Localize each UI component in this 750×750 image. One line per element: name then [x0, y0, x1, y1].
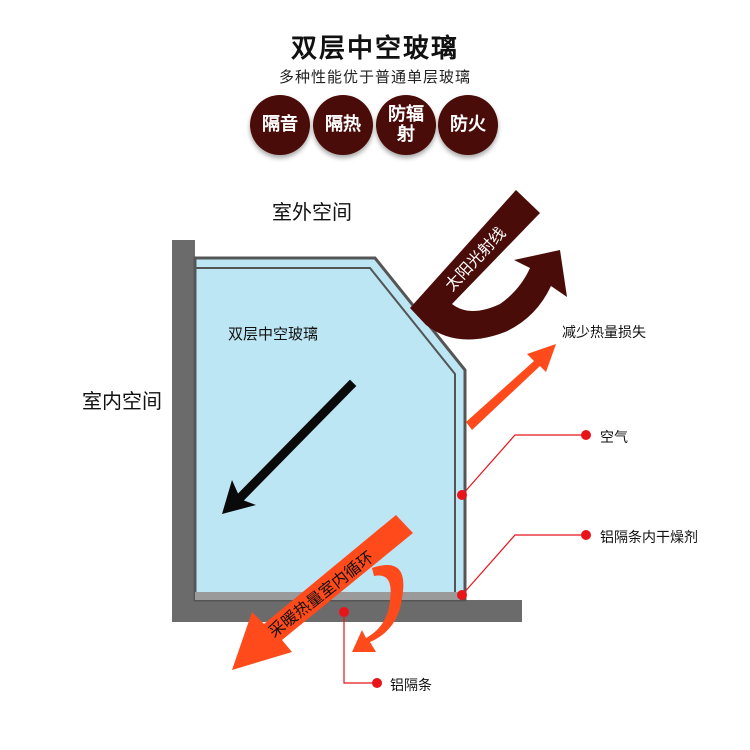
badge-label: 隔音: [262, 114, 298, 135]
badge-label: 防辐射: [388, 104, 424, 145]
heat-circulation-arrow: [232, 515, 413, 670]
badge-soundproof: 隔音: [250, 95, 310, 155]
page-title: 双层中空玻璃: [290, 34, 459, 64]
glass-label: 双层中空玻璃: [228, 326, 319, 343]
sun-ray-arrow: [410, 190, 567, 340]
desiccant-label: 铝隔条内干燥剂: [600, 529, 698, 545]
inner-pane-line: [195, 267, 456, 600]
page-subtitle: 多种性能优于普通单层玻璃: [278, 69, 471, 86]
reduce-loss-arrow: [466, 344, 556, 430]
badge-anti-radiation: 防辐射: [376, 95, 436, 155]
callout-dots: [339, 430, 591, 688]
indoor-label: 室内空间: [82, 391, 162, 413]
reduce-loss-label: 减少热量损失: [562, 324, 646, 340]
badge-heat-insulation: 隔热: [313, 95, 373, 155]
callout-lines: [343, 434, 585, 684]
outdoor-label: 室外空间: [272, 202, 352, 224]
badge-fireproof: 防火: [438, 95, 498, 155]
badge-label: 隔热: [325, 114, 361, 135]
curved-return-arrow: [352, 564, 404, 652]
air-label: 空气: [600, 429, 628, 445]
sun-ray-label: 太阳光射线: [442, 224, 510, 295]
badge-label: 防火: [450, 114, 486, 135]
glass-pane: [193, 256, 467, 602]
inward-arrow-shaft: [231, 379, 357, 507]
spacer-label: 铝隔条: [390, 677, 432, 693]
